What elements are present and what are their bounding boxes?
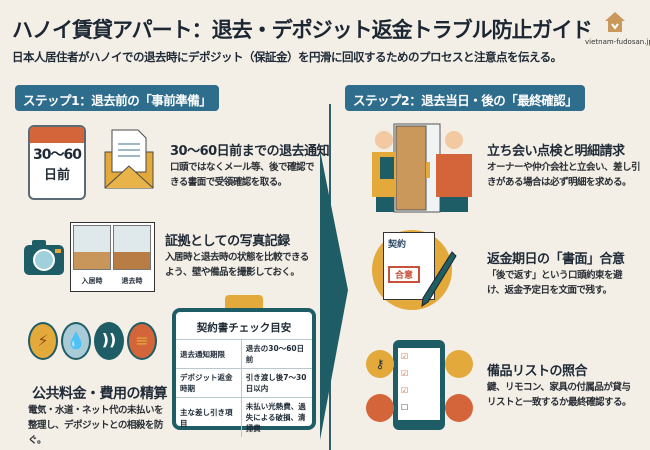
inventory-desc: 鍵、リモコン、家具の付属品が貸与リストと一致するか最終確認する。 (487, 382, 632, 408)
photo-label-move-in: 入居時 (81, 276, 103, 285)
key-icon: ⚷ (366, 350, 394, 378)
before-after-photos: 入居時 退去時 (70, 222, 155, 292)
row-label: デポジット返金時期 (176, 368, 242, 398)
water-icon: 💧 (61, 322, 91, 360)
calendar-icon: 30〜60 日前 (28, 125, 86, 200)
envelope-icon (104, 129, 154, 189)
agreement-desc: 「後で返す」という口頭約束を避け、返金予定日を文面で残す。 (487, 270, 623, 296)
inspection-desc: オーナーや仲介会社と立会い、差し引きがある場合は必ず明細を求める。 (487, 162, 641, 188)
site-logo: vietnam-fudosan.jp (585, 10, 650, 46)
checklist-table: 退去通知期限退去の30〜60日前 デポジット返金時期引き渡し後7〜30日以内 主… (176, 339, 312, 437)
contract-checklist: 契約書チェック目安 退去通知期限退去の30〜60日前 デポジット返金時期引き渡し… (172, 308, 316, 437)
arrow-chevron-icon (320, 150, 348, 440)
tv-remote-icon (445, 350, 473, 378)
photo-label-move-out: 退去時 (121, 276, 143, 285)
page-subtitle: 日本人居住者がハノイでの退去時にデポジット（保証金）を円滑に回収するためのプロセ… (12, 50, 562, 64)
utilities-title: 公共料金・費用の精算 (32, 386, 168, 402)
contract-document-icon: 契約 合意 (383, 232, 435, 300)
row-label: 退去通知期限 (176, 339, 242, 369)
photo-title: 証拠としての写真記録 (165, 234, 290, 249)
checklist-title: 契約書チェック目安 (196, 322, 292, 334)
utility-icons: ⚡ 💧 )) ≡ (28, 322, 157, 360)
document-label: 契約 (388, 240, 407, 250)
utilities-desc: 電気・水道・ネット代の未払いを整理し、デポジットとの相殺を防ぐ。 (28, 405, 164, 446)
pen-icon (421, 251, 457, 308)
photo-move-out (113, 225, 151, 270)
wifi-icon: )) (94, 322, 124, 360)
row-value: 引き渡し後7〜30日以内 (241, 368, 312, 398)
calendar-unit: 日前 (43, 168, 70, 183)
agreement-title: 返金期日の「書面」合意 (487, 252, 625, 267)
handover-illustration (372, 123, 472, 213)
row-label: 主な差し引き項目 (176, 397, 242, 437)
inventory-title: 備品リストの照合 (487, 364, 588, 379)
photo-move-in (73, 225, 111, 270)
table-row: 主な差し引き項目未払い光熱費、過失による破損、清掃費 (176, 397, 312, 437)
coins-icon: ≡ (127, 322, 157, 360)
table-row: 退去通知期限退去の30〜60日前 (176, 339, 312, 369)
sofa-icon (445, 394, 473, 422)
table-row: デポジット返金時期引き渡し後7〜30日以内 (176, 368, 312, 398)
electricity-icon: ⚡ (28, 322, 58, 360)
notice-title: 30〜60日前までの退去通知 (170, 144, 330, 159)
tablet-checklist-icon: ☑☑☑☐ (393, 340, 445, 430)
remote-icon (366, 394, 394, 422)
step1-header: ステップ1：退去前の「事前準備」 (15, 85, 220, 111)
agreement-stamp: 合意 (388, 266, 420, 283)
row-value: 未払い光熱費、過失による破損、清掃費 (241, 397, 312, 437)
house-icon (605, 12, 625, 32)
page-title: ハノイ賃貸アパート：退去・デポジット返金トラブル防止ガイド (12, 18, 593, 42)
clipboard-clip-icon (225, 295, 263, 311)
camera-icon (24, 240, 64, 275)
inspection-title: 立ち会い点検と明細請求 (487, 144, 625, 159)
calendar-days: 30〜60 (33, 147, 82, 163)
notice-desc: 口頭ではなくメール等、後で確認できる書面で受領確認を取る。 (170, 162, 315, 188)
photo-desc: 入居時と退去時の状態を比較できるよう、壁や備品を撮影しておく。 (165, 252, 309, 278)
logo-text: vietnam-fudosan.jp (585, 38, 650, 46)
step2-header: ステップ2：退去当日・後の「最終確認」 (345, 85, 586, 111)
row-value: 退去の30〜60日前 (241, 339, 312, 369)
